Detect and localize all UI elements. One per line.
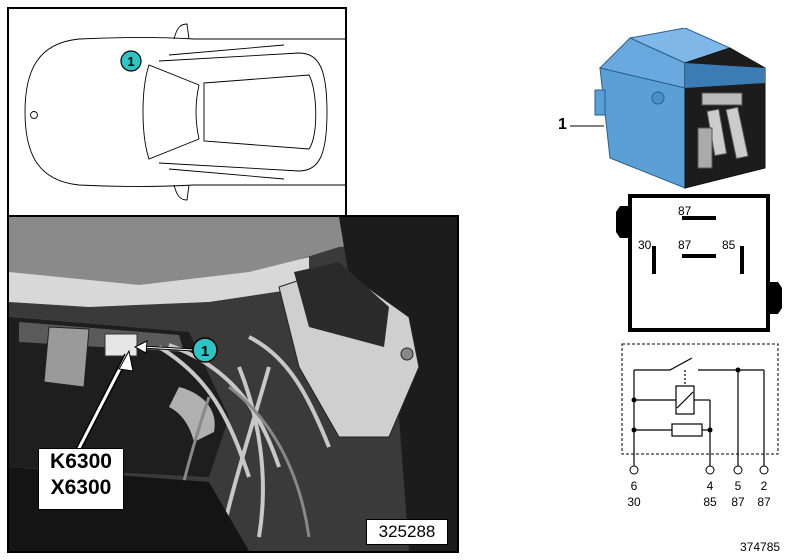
schematic-pin-4: 4 bbox=[706, 479, 714, 493]
schematic-term-87b: 87 bbox=[757, 495, 771, 509]
pin-85-bar bbox=[740, 246, 744, 274]
pin-30-bar bbox=[652, 246, 656, 274]
pin-87-top-bar bbox=[682, 216, 716, 220]
schematic-pin-5: 5 bbox=[734, 479, 742, 493]
component-id-x: X6300 bbox=[50, 476, 112, 499]
schematic-term-85: 85 bbox=[703, 495, 717, 509]
car-outline-drawing: 1 bbox=[24, 23, 345, 201]
schematic-term-87a: 87 bbox=[731, 495, 745, 509]
svg-text:· · · · ·: · · · · · bbox=[644, 48, 662, 57]
relay-schematic bbox=[621, 343, 779, 468]
pin-label-85: 85 bbox=[722, 238, 736, 252]
schematic-terminals bbox=[629, 465, 769, 475]
component-id-k: K6300 bbox=[50, 450, 112, 473]
part-number-label: 1 bbox=[558, 116, 567, 133]
part-leader-line bbox=[570, 125, 604, 127]
pin-label-87-mid: 87 bbox=[678, 238, 692, 252]
schematic-term-30: 30 bbox=[627, 495, 641, 509]
pin-87-mid-bar bbox=[682, 254, 716, 258]
pin-label-30: 30 bbox=[638, 238, 652, 252]
relay-pinout-diagram bbox=[616, 194, 782, 332]
location-callout-circle bbox=[120, 50, 142, 72]
photo-id-label: 325288 bbox=[366, 519, 448, 545]
schematic-pin-6: 6 bbox=[630, 479, 638, 493]
photo-callout-number: 1 bbox=[201, 343, 209, 360]
document-id-label: 374785 bbox=[740, 540, 781, 554]
photo-callout-circle bbox=[192, 337, 218, 363]
relay-part-image: · · · · · bbox=[594, 28, 766, 189]
location-callout-number: 1 bbox=[127, 54, 134, 69]
schematic-pin-2: 2 bbox=[760, 479, 768, 493]
pin-label-87-top: 87 bbox=[678, 204, 692, 218]
car-location-diagram: 1 bbox=[7, 7, 347, 217]
component-id-label: K6300 X6300 bbox=[38, 448, 124, 510]
